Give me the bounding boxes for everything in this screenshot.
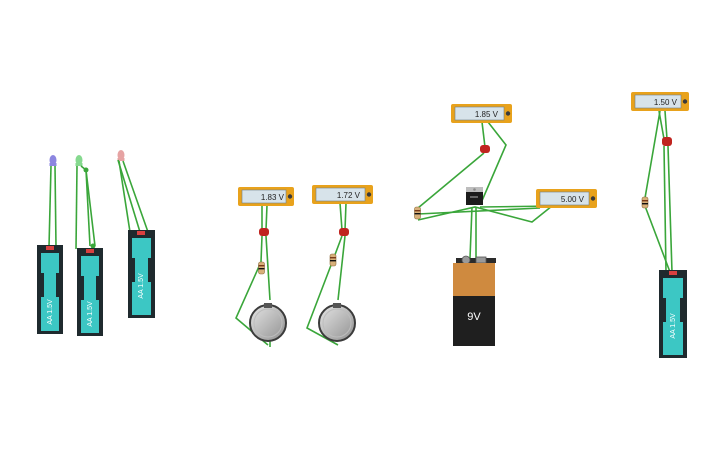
wires-group-1[interactable] — [48, 159, 149, 250]
aa-battery-2[interactable]: AA 1.5V — [77, 248, 103, 336]
multimeter-3[interactable]: 1.85 V — [451, 104, 512, 123]
multimeter-5[interactable]: 1.50 V — [631, 92, 689, 111]
led-red-small-2[interactable] — [339, 228, 349, 236]
nine-volt-battery[interactable]: 9V — [453, 255, 496, 346]
aa-battery-3-label: AA 1.5V — [138, 273, 145, 299]
aa-battery-2-label: AA 1.5V — [87, 301, 94, 327]
led-red-small-1[interactable] — [259, 228, 269, 236]
resistor-2[interactable] — [329, 253, 337, 267]
multimeter-2[interactable]: 1.72 V — [312, 185, 373, 204]
voltage-regulator[interactable] — [466, 187, 483, 205]
resistor-4[interactable] — [641, 196, 649, 209]
coin-cell-1[interactable] — [249, 303, 287, 342]
wires-group-3[interactable] — [417, 121, 556, 259]
aa-battery-4-label: AA 1.5V — [670, 313, 677, 339]
resistor-3[interactable] — [414, 206, 421, 220]
led-blue[interactable] — [49, 155, 57, 166]
wire-junction — [90, 243, 96, 249]
wires-group-4[interactable] — [644, 110, 673, 273]
led-red-small-3[interactable] — [480, 145, 490, 153]
multimeter-3-reading: 1.85 V — [475, 110, 499, 119]
multimeter-2-reading: 1.72 V — [337, 191, 361, 200]
nine-volt-battery-label: 9V — [467, 311, 481, 323]
multimeter-5-reading: 1.50 V — [654, 98, 678, 107]
led-red[interactable] — [117, 150, 125, 161]
multimeter-1-reading: 1.83 V — [261, 193, 285, 202]
multimeter-1[interactable]: 1.83 V — [238, 187, 294, 206]
led-red-small-4[interactable] — [662, 137, 672, 146]
led-green[interactable] — [75, 155, 83, 166]
aa-battery-4[interactable]: AA 1.5V — [659, 270, 687, 358]
resistor-1[interactable] — [258, 261, 265, 275]
coin-cell-2[interactable] — [318, 303, 356, 342]
multimeter-4-reading: 5.00 V — [561, 195, 585, 204]
aa-battery-1-label: AA 1.5V — [47, 299, 54, 325]
aa-battery-3[interactable]: AA 1.5V — [128, 230, 155, 318]
multimeter-4[interactable]: 5.00 V — [536, 189, 597, 208]
wire-junction — [83, 167, 89, 173]
aa-battery-1[interactable]: AA 1.5V — [37, 245, 63, 334]
